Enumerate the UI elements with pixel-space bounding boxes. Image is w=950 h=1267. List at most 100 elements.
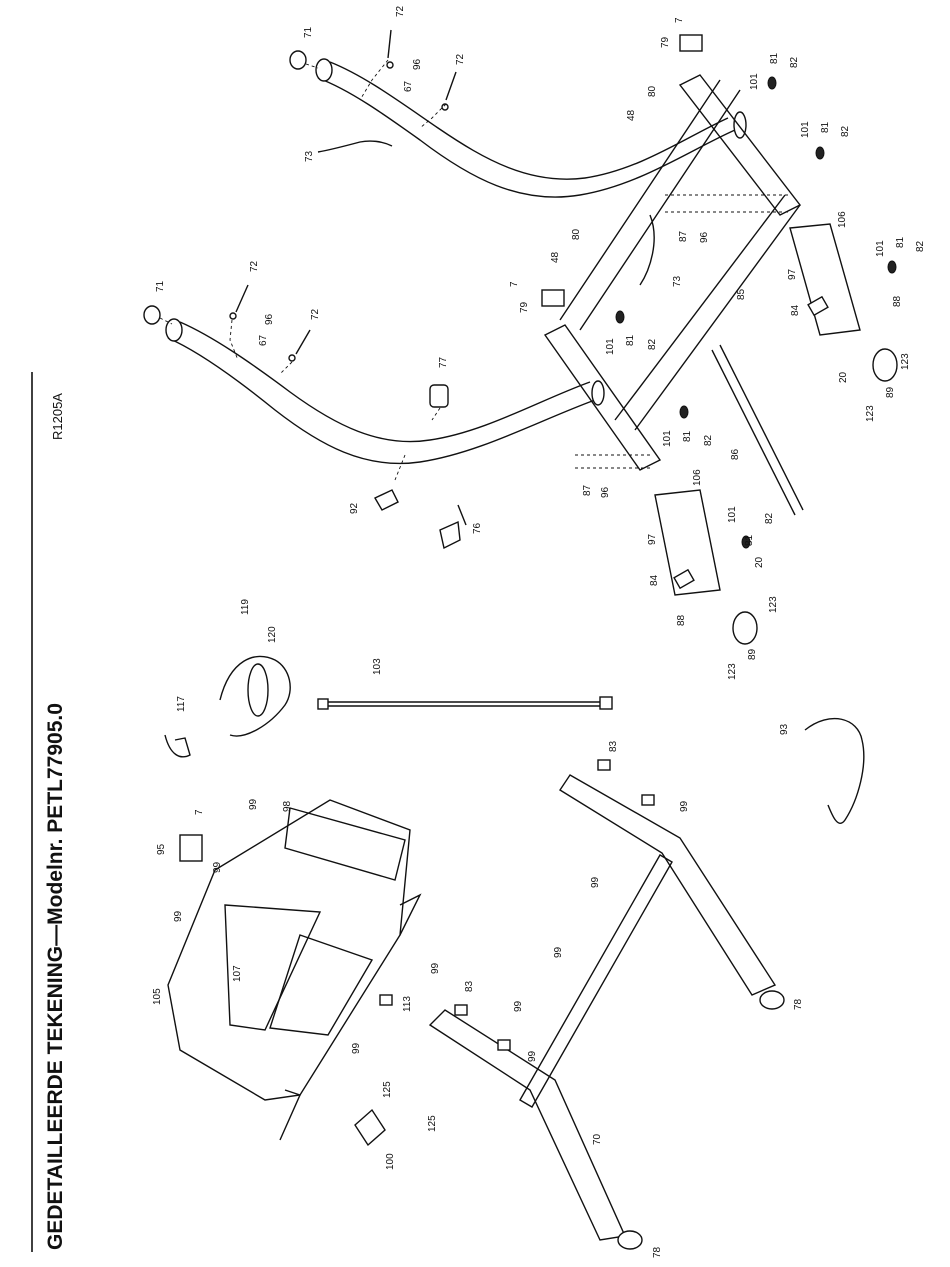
callout-78: 78	[652, 1246, 663, 1258]
callout-83: 83	[608, 740, 619, 752]
part-92-bracket	[374, 489, 399, 511]
part-86-shock	[711, 349, 796, 516]
callout-71: 71	[155, 280, 166, 292]
callout-101: 101	[800, 121, 811, 138]
part-73-wire-top	[317, 140, 393, 153]
part-77-knob	[429, 384, 449, 408]
callout-113: 113	[402, 996, 413, 1012]
callout-77: 77	[438, 356, 449, 368]
part-71-end-cap-mid	[143, 305, 161, 325]
callout-123: 123	[768, 596, 779, 613]
part-117-pulse-wire	[164, 734, 191, 758]
callout-92: 92	[349, 502, 360, 514]
callout-81: 81	[682, 430, 693, 442]
part-76-lock	[439, 520, 461, 550]
callout-101: 101	[875, 240, 886, 257]
base-tube-assembly	[428, 759, 785, 1250]
callout-123: 123	[727, 663, 738, 680]
callout-101: 101	[605, 338, 616, 355]
callout-96: 96	[600, 486, 611, 498]
part-79-clip-right	[679, 34, 703, 52]
callout-81: 81	[895, 236, 906, 248]
callout-120: 120	[267, 626, 278, 643]
callout-99: 99	[351, 1042, 362, 1054]
part-97-bracket-right	[789, 223, 861, 336]
callout-93: 93	[779, 723, 790, 735]
callout-125: 125	[382, 1081, 393, 1098]
callout-96: 96	[264, 313, 275, 325]
callout-84: 84	[790, 304, 801, 316]
callout-123: 123	[865, 405, 876, 422]
callout-82: 82	[764, 512, 775, 524]
callout-87: 87	[582, 484, 593, 496]
callout-101: 101	[727, 506, 738, 523]
part-93-power-cord	[804, 717, 865, 824]
callout-88: 88	[676, 614, 687, 626]
callout-labels: 7 7 7 20 20 48 48 67 67 70 71 71 72 72 7…	[152, 5, 926, 1258]
callout-85: 85	[736, 288, 747, 300]
callout-95: 95	[156, 843, 167, 855]
callout-78: 78	[793, 998, 804, 1010]
callout-72: 72	[455, 53, 466, 65]
callout-106: 106	[837, 211, 848, 228]
callout-80: 80	[647, 85, 658, 97]
callout-89: 89	[885, 386, 896, 398]
part-79-clip-left	[541, 289, 565, 307]
callout-82: 82	[840, 125, 851, 137]
part-78-foot-left	[617, 1230, 643, 1250]
callout-99: 99	[679, 800, 690, 812]
callout-81: 81	[744, 534, 755, 546]
callout-73: 73	[672, 275, 683, 287]
part-97-bracket-left	[654, 489, 721, 596]
callout-48: 48	[626, 109, 637, 121]
callout-82: 82	[647, 338, 658, 350]
callout-20: 20	[838, 371, 849, 383]
callout-83: 83	[464, 980, 475, 992]
console-assembly	[167, 799, 422, 1147]
callout-119: 119	[240, 599, 251, 615]
part-95-board	[179, 834, 203, 862]
callout-103: 103	[372, 658, 383, 675]
callout-106: 106	[692, 469, 703, 486]
callout-99: 99	[513, 1000, 524, 1012]
part-70-left-base-tube	[428, 1009, 627, 1241]
callout-99: 99	[248, 798, 259, 810]
part-120-chest-strap	[219, 655, 291, 737]
callout-89: 89	[747, 648, 758, 660]
callout-71: 71	[303, 26, 314, 38]
callout-97: 97	[647, 533, 658, 545]
part-73-wire-lower	[639, 214, 655, 286]
part-89-wheel-right	[872, 348, 898, 382]
callout-82: 82	[915, 240, 926, 252]
callout-125: 125	[427, 1115, 438, 1132]
callout-7: 7	[194, 809, 205, 815]
page-title: GEDETAILLEERDE TEKENING—Modelnr. PETL779…	[44, 703, 67, 1250]
callout-96: 96	[412, 58, 423, 70]
callout-80: 80	[571, 228, 582, 240]
callout-72: 72	[395, 5, 406, 17]
callout-98: 98	[282, 800, 293, 812]
callout-105: 105	[152, 988, 163, 1005]
callout-67: 67	[258, 334, 269, 346]
callout-72: 72	[310, 308, 321, 320]
part-107-overlay	[224, 904, 322, 1031]
callout-76: 76	[472, 522, 483, 534]
right-upright-assembly	[289, 29, 747, 198]
callout-81: 81	[820, 121, 831, 133]
callout-72: 72	[249, 260, 260, 272]
callout-7: 7	[509, 281, 520, 287]
callout-20: 20	[754, 556, 765, 568]
callout-101: 101	[749, 73, 760, 90]
crossbar	[519, 854, 673, 1108]
callout-99: 99	[527, 1050, 538, 1062]
part-100-fan	[354, 1108, 386, 1147]
callout-67: 67	[403, 80, 414, 92]
part-113-key	[379, 994, 393, 1006]
part-119-sensor	[247, 663, 269, 717]
callout-81: 81	[625, 334, 636, 346]
callout-81: 81	[769, 52, 780, 64]
upright-end-tube	[315, 58, 333, 82]
left-upright-assembly	[143, 284, 605, 550]
